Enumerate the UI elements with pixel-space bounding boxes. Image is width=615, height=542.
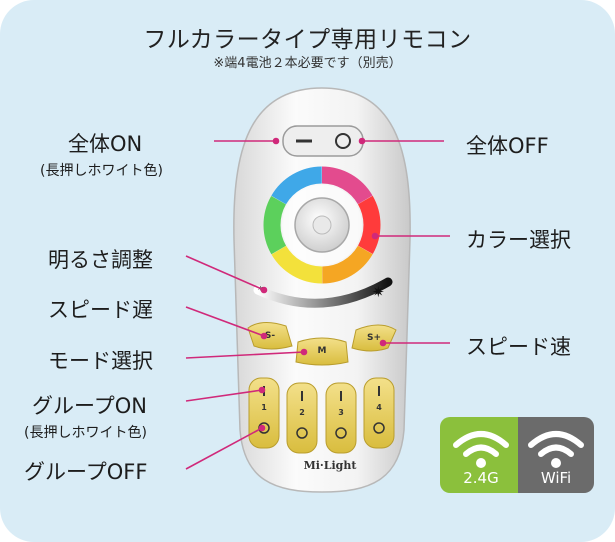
brand-logo: Mi·Light: [303, 459, 357, 472]
badge-2-4g: 2.4G: [440, 417, 522, 493]
label-color-select: カラー選択: [466, 228, 571, 252]
group-3-label: 3: [338, 408, 344, 417]
mode-label: M: [317, 346, 327, 356]
mode-button: [295, 337, 349, 366]
color-wheel: [263, 166, 381, 284]
off-button: [335, 133, 351, 149]
speed-up-label: S+: [366, 333, 382, 343]
badge-2-4g-text: 2.4G: [463, 469, 499, 487]
svg-text:✷: ✷: [372, 283, 385, 301]
label-mode-select: モード選択: [48, 349, 153, 373]
group-4-label: 4: [376, 403, 382, 412]
label-speed-up: スピード速: [466, 335, 571, 359]
page-subtitle: ※端4電池２本必要です（別売）: [213, 56, 402, 71]
group-buttons: [248, 377, 395, 454]
speed-down-label: S-: [264, 331, 276, 341]
group-1-label: 1: [261, 403, 267, 412]
group-2-label: 2: [299, 408, 305, 417]
label-all-off: 全体OFF: [466, 134, 549, 158]
label-all-on-note: (長押しホワイト色): [40, 163, 163, 179]
svg-text:*: *: [258, 285, 263, 296]
label-group-on: グループON: [32, 394, 147, 418]
badge-wifi-text: WiFi: [540, 469, 572, 487]
label-brightness: 明るさ調整: [48, 248, 153, 272]
wifi-signal-icon: [453, 431, 509, 468]
label-group-on-note: (長押しホワイト色): [24, 425, 147, 441]
wifi-icon: [528, 431, 584, 468]
label-group-off: グループOFF: [24, 460, 148, 484]
label-speed-down: スピード遅: [48, 298, 153, 322]
badge-wifi: WiFi: [518, 417, 594, 493]
label-all-on: 全体ON: [68, 132, 143, 156]
brightness-slider: [253, 277, 393, 308]
page-title: フルカラータイプ専用リモコン: [143, 27, 472, 53]
speed-down-button: [247, 322, 293, 350]
